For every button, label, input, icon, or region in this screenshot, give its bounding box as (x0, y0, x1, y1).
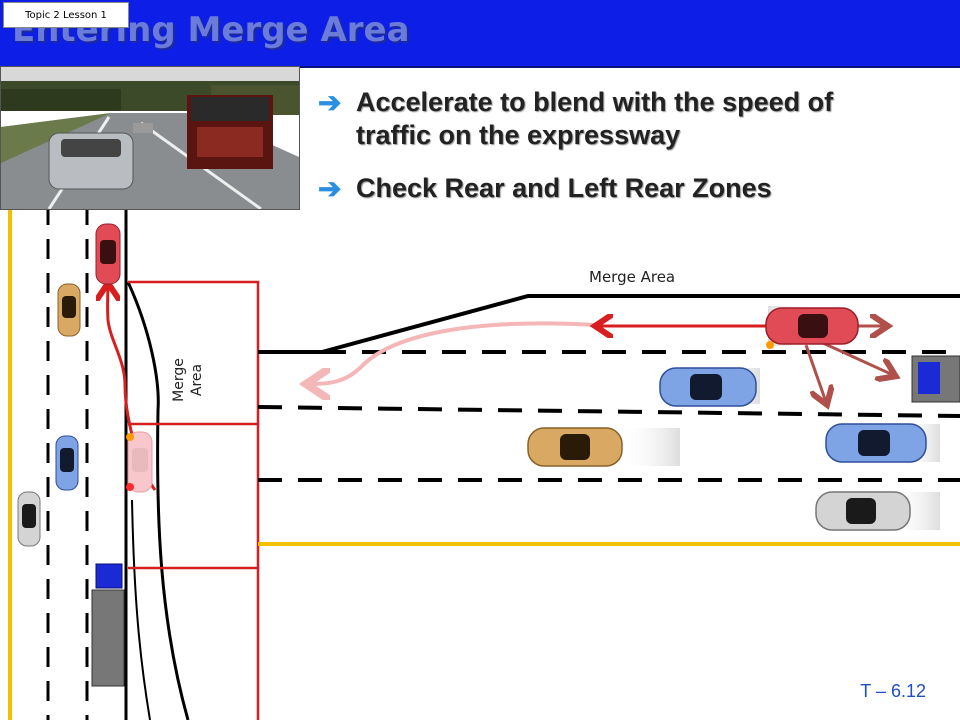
title-bar (0, 0, 960, 68)
zone-arrow-rear (804, 344, 826, 402)
right-arrow-icon: ➔ (318, 173, 342, 204)
expressway-top-edge (321, 294, 960, 354)
ramp-curve-edge-2 (131, 499, 151, 720)
bullet-accelerate-line1: Accelerate to blend with the speed of (356, 87, 834, 117)
merge-area-side-label: Merge Area (171, 358, 205, 402)
bullet-check-zones: ➔ Check Rear and Left Rear Zones (318, 172, 938, 205)
car-red-merging (765, 306, 859, 349)
car-tan-ramp (57, 283, 81, 337)
car-silver-ramp (17, 491, 41, 547)
bullet-accelerate: ➔ Accelerate to blend with the speed of … (318, 86, 938, 152)
car-red-ramp-top (95, 223, 121, 285)
car-pink-ghost (126, 431, 153, 493)
car-blue-ramp (55, 435, 79, 491)
car-blue-lane2-right (825, 423, 940, 463)
merge-area-label: Merge Area (589, 268, 676, 286)
merge-zone-outline (128, 280, 260, 720)
right-arrow-icon: ➔ (318, 87, 342, 118)
topic-tag: Topic 2 Lesson 1 (3, 2, 129, 28)
bullet-check-zones-text: Check Rear and Left Rear Zones (356, 173, 772, 203)
bullet-accelerate-line2: traffic on the expressway (356, 120, 681, 150)
truck-blue-ramp (91, 563, 125, 687)
ramp-curve-edge (126, 281, 190, 720)
bullet-list: ➔ Accelerate to blend with the speed of … (318, 86, 938, 225)
truck-blue-right-edge (911, 355, 960, 403)
car-blue-lane1 (659, 367, 760, 407)
road-photo (0, 66, 300, 210)
expressway-dash-2 (257, 405, 960, 418)
merge-path-pink (310, 321, 596, 384)
car-silver-lane3 (815, 491, 940, 531)
car-tan-lane2 (527, 427, 680, 467)
slide-number: T – 6.12 (860, 681, 926, 701)
